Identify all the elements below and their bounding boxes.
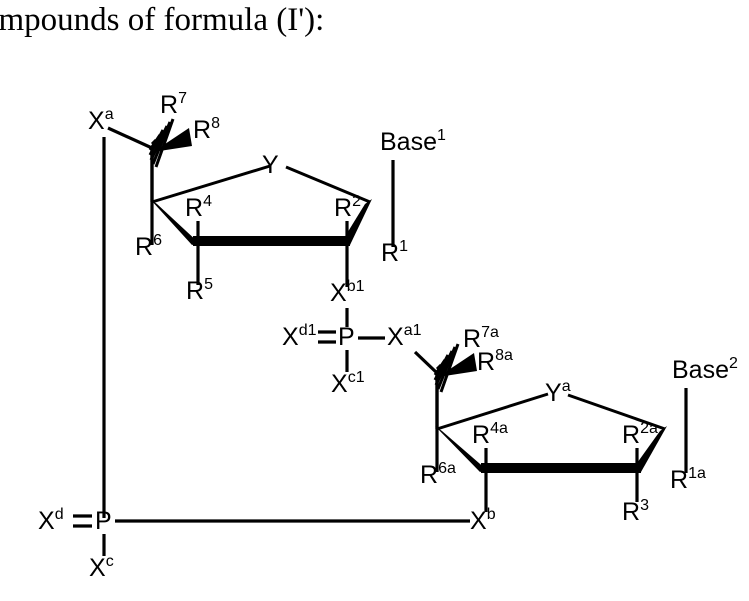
ring2-bond-backright-frontright — [632, 426, 667, 472]
ring2-bond-backleft-ya — [436, 392, 549, 431]
ring1-bond-backright-frontright — [341, 199, 372, 245]
label-xa: Xa — [88, 106, 114, 135]
label-ya: Ya — [545, 378, 571, 407]
label-r3: R3 — [622, 497, 649, 526]
label-r6a: R6a — [420, 460, 456, 489]
label-r7a: R7a — [463, 324, 499, 353]
label-r2: R2 — [334, 193, 361, 222]
bond-xa1-to-stereocenter-2 — [413, 350, 439, 375]
label-xb: Xb — [470, 506, 496, 535]
hash-wedge-r7 — [148, 118, 175, 168]
label-r5: R5 — [186, 276, 213, 305]
label-r1: R1 — [381, 238, 408, 267]
label-xa1: Xa1 — [387, 322, 422, 351]
label-xc1: Xc1 — [331, 369, 365, 398]
label-p2: P — [95, 507, 112, 535]
ring1-bond-y-backright — [285, 165, 371, 204]
label-xd1: Xd1 — [282, 322, 317, 351]
label-base1: Base1 — [380, 127, 446, 156]
hash-wedge-r7a — [433, 343, 460, 393]
label-y: Y — [262, 151, 279, 179]
bond-xa-to-stereocenter-1 — [107, 126, 153, 150]
ring2-bond-backleft-frontleft — [435, 426, 487, 472]
ring1-bond-front — [193, 236, 350, 246]
label-r4: R4 — [185, 193, 212, 222]
label-base2: Base2 — [672, 355, 738, 384]
label-r4a: R4a — [472, 420, 508, 449]
label-r7: R7 — [160, 90, 187, 119]
ring1-bond-backleft-y — [151, 164, 271, 204]
label-xb1: Xb1 — [330, 278, 365, 307]
label-p1: P — [338, 323, 355, 351]
page-title: ompounds of formula (I'): — [0, 2, 325, 38]
ring2-bond-ya-backright — [567, 393, 666, 431]
ring1-bond-backleft-frontleft — [150, 199, 199, 245]
label-r1a: R1a — [670, 465, 706, 494]
solid-wedge-r8 — [153, 128, 192, 152]
label-xc: Xc — [89, 553, 114, 582]
label-r8: R8 — [193, 115, 220, 144]
label-r2a: R2a — [622, 420, 658, 449]
ring2-bond-front — [481, 463, 641, 473]
label-xd: Xd — [38, 506, 64, 535]
label-r6: R6 — [135, 232, 162, 261]
solid-wedge-r8a — [438, 353, 477, 377]
label-r8a: R8a — [477, 347, 513, 376]
